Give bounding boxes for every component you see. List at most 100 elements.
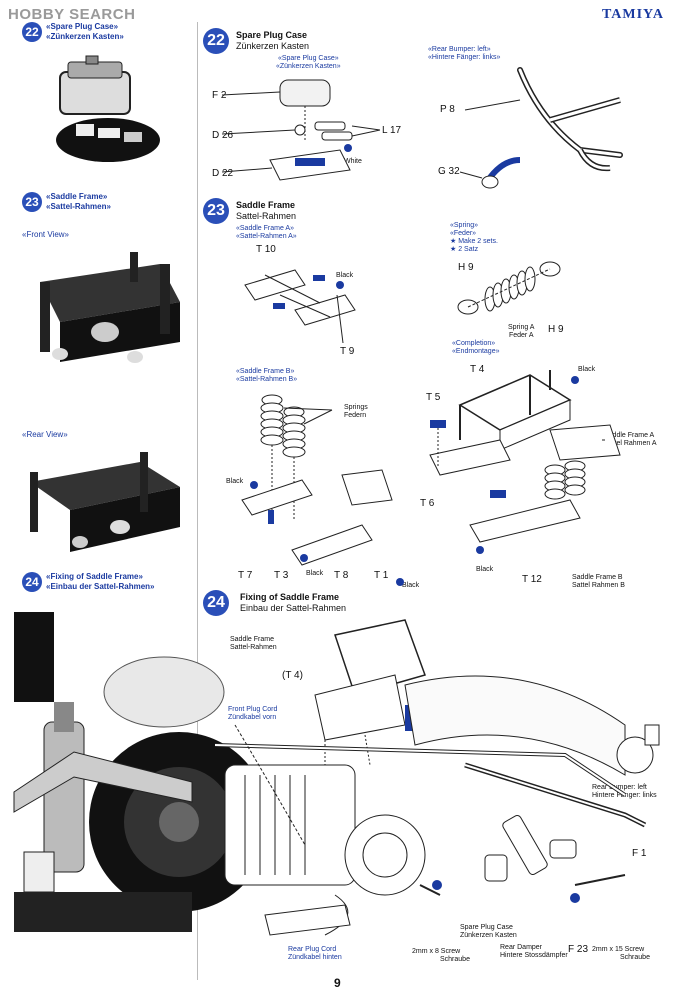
saddle-frame-a-sub-en: «Saddle Frame A» — [236, 225, 294, 232]
part-t4: T 4 — [470, 364, 485, 375]
step-24-main-title: Fixing of Saddle Frame — [240, 592, 340, 602]
saddle-frame-b-en: Saddle Frame B — [572, 574, 623, 581]
spring-sublabel: «Spring» «Feder» ★ Make 2 sets. ★ 2 Satz — [450, 222, 498, 254]
step-22-heading: «Spare Plug Case» «Zünkerzen Kasten» — [46, 22, 124, 42]
screw-2x8-callout: 2mm x 8 Screw Schraube — [412, 948, 470, 964]
part-p8: P 8 — [440, 104, 455, 115]
saddle-frame-b-sublabel: «Saddle Frame B» «Sattel-Rahmen B» — [236, 368, 297, 384]
part-t12: T 12 — [522, 574, 542, 585]
spare-plug-case-diagram — [221, 79, 381, 181]
part-t1: T 1 — [374, 570, 389, 581]
step-23-main-subtitle: Sattel-Rahmen — [236, 211, 297, 221]
spare-plug-case-photo — [56, 55, 160, 162]
step-22-main-subtitle: Zünkerzen Kasten — [236, 41, 310, 51]
part-t8: T 8 — [334, 570, 349, 581]
rear-plug-cord-callout: Rear Plug Cord Zündkabel hinten — [288, 946, 342, 962]
saddle-frame-a-de: Sattel Rahmen A — [604, 440, 657, 447]
spare-plug-case-sublabel: «Spare Plug Case» «Zünkerzen Kasten» — [276, 55, 341, 71]
rear-plug-cord-en: Rear Plug Cord — [288, 946, 337, 953]
step-22-title: «Spare Plug Case» — [46, 22, 119, 31]
step-22-main-badge: 22 — [203, 28, 229, 54]
completion-sublabel: «Completion» «Endmontage» — [452, 340, 499, 356]
spring-sub-de: «Feder» — [450, 230, 477, 237]
part-t9: T 9 — [340, 346, 355, 357]
step-22-main-heading: Spare Plug Case Zünkerzen Kasten — [236, 30, 309, 52]
spring-a-de: Feder A — [508, 332, 534, 339]
saddle-frame-b-sub-de: «Sattel-Rahmen B» — [236, 376, 298, 383]
step-23-main-heading: Saddle Frame Sattel-Rahmen — [236, 200, 296, 222]
step-23-title: «Saddle Frame» — [46, 192, 108, 201]
step-22-main-title: Spare Plug Case — [236, 30, 308, 40]
brand-logo: TAMIYA — [601, 7, 664, 22]
saddle-frame-rear-photo — [30, 452, 180, 552]
step-23-main-title: Saddle Frame — [236, 200, 296, 210]
completion-sub-de: «Endmontage» — [452, 348, 500, 355]
step-23-subtitle: «Sattel-Rahmen» — [46, 202, 111, 211]
part-d22: D 22 — [212, 168, 234, 179]
saddle-frame-24-de: Sattel-Rahmen — [230, 644, 277, 651]
front-plug-cord-de: Zündkabel vorn — [228, 714, 277, 721]
page-number: 9 — [334, 976, 341, 990]
rear-bumper-sublabel: «Rear Bumper: left» «Hintere Fänger: lin… — [428, 46, 500, 62]
part-g32: G 32 — [438, 166, 460, 177]
rear-bumper-diagram — [459, 67, 623, 189]
completion-sub-en: «Completion» — [452, 340, 496, 347]
spare-plug-case-sub-de: «Zünkerzen Kasten» — [276, 63, 341, 70]
step-24-main-badge: 24 — [203, 590, 229, 616]
saddle-frame-b-de: Sattel Rahmen B — [572, 582, 625, 589]
make-two-sets-de: ★ 2 Satz — [450, 246, 479, 253]
spare-plug-case-callout: Spare Plug Case Zünkerzen Kasten — [460, 924, 517, 940]
saddle-frame-callout-24: Saddle Frame Sattel-Rahmen — [230, 636, 277, 652]
part-h9-right: H 9 — [548, 324, 564, 335]
black-paint-label-6: Black — [476, 566, 494, 573]
step-24-title: «Fixing of Saddle Frame» — [46, 572, 143, 581]
saddle-frame-a-en: Saddle Frame A — [604, 432, 655, 439]
saddle-frame-24-en: Saddle Frame — [230, 636, 274, 643]
saddle-frame-b-callout: Saddle Frame B Sattel Rahmen B — [572, 574, 625, 590]
spring-a-en: Spring A — [508, 324, 535, 331]
screw-2x15-en: 2mm x 15 Screw — [592, 946, 645, 953]
part-t5: T 5 — [426, 392, 441, 403]
saddle-frame-front-photo — [40, 252, 180, 363]
saddle-frame-a-diagram — [244, 269, 356, 344]
spare-plug-case-sub-en: «Spare Plug Case» — [277, 55, 339, 62]
black-paint-label-3: Black — [306, 570, 324, 577]
step-23-badge: 23 — [22, 192, 42, 212]
rear-damper-callout: Rear Damper Hintere Stossdämpfer — [500, 944, 568, 960]
step-24-subtitle: «Einbau der Sattel-Rahmen» — [46, 582, 155, 591]
step-23-main-badge: 23 — [203, 198, 229, 224]
screw-2x8-en: 2mm x 8 Screw — [412, 948, 461, 955]
rear-bumper-sub-en: «Rear Bumper: left» — [428, 46, 491, 53]
front-plug-cord-callout: Front Plug Cord Zündkabel vorn — [228, 706, 277, 722]
spare-plug-case-24-de: Zünkerzen Kasten — [460, 932, 517, 939]
part-d26: D 26 — [212, 130, 234, 141]
springs-de: Federn — [344, 412, 367, 419]
spring-diagram — [457, 261, 561, 315]
spring-a-label: Spring A Feder A — [508, 324, 534, 340]
front-view-label: «Front View» — [22, 230, 69, 239]
step-24-main-subtitle: Einbau der Sattel-Rahmen — [240, 603, 347, 613]
black-paint-label-2: Black — [226, 478, 244, 485]
rear-damper-de: Hintere Stossdämpfer — [500, 952, 568, 959]
rear-damper-en: Rear Damper — [500, 944, 543, 951]
screw-2x8-de: Schraube — [440, 956, 470, 963]
make-two-sets-en: ★ Make 2 sets. — [450, 238, 498, 245]
step-22-subtitle: «Zünkerzen Kasten» — [46, 32, 124, 41]
part-f1: F 1 — [632, 848, 647, 859]
part-t10: T 10 — [256, 244, 276, 255]
rear-plug-cord-de: Zündkabel hinten — [288, 954, 342, 961]
saddle-frame-a-callout: Saddle Frame A Sattel Rahmen A — [604, 432, 657, 448]
part-f2: F 2 — [212, 90, 227, 101]
saddle-frame-completion-diagram — [429, 370, 621, 554]
rear-bumper-24-en: Rear Bumper: left — [592, 784, 647, 791]
part-t4-ref: (T 4) — [282, 670, 303, 681]
spring-sub-en: «Spring» — [450, 222, 479, 229]
springs-en: Springs — [344, 404, 368, 411]
springs-label: Springs Federn — [344, 404, 368, 420]
saddle-frame-a-sub-de: «Sattel-Rahmen A» — [236, 233, 297, 240]
rear-view-label: «Rear View» — [22, 430, 68, 439]
saddle-frame-a-sublabel: «Saddle Frame A» «Sattel-Rahmen A» — [236, 225, 297, 241]
black-paint-label-1: Black — [336, 272, 354, 279]
step-23-heading: «Saddle Frame» «Sattel-Rahmen» — [46, 192, 111, 212]
part-t3: T 3 — [274, 570, 289, 581]
